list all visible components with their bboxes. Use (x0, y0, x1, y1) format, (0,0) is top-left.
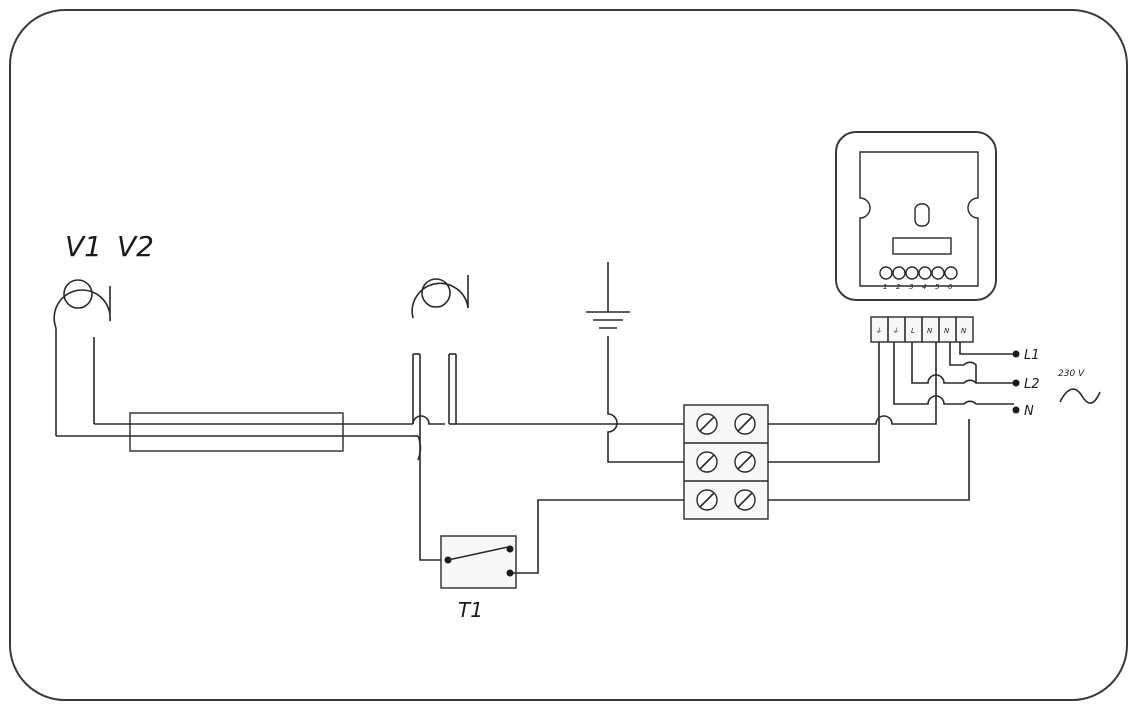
diagram-frame (9, 9, 1128, 701)
terminal-screw (696, 413, 756, 511)
switch-t1-label: T1 (458, 598, 483, 622)
controller-contact-number: 5 (935, 283, 940, 291)
supply-l1-label: L1 (1024, 348, 1040, 363)
supply-terminals (1012, 350, 1020, 414)
controller-contact-number: 2 (896, 283, 901, 291)
terminal-block (683, 404, 769, 520)
fan-v1 (53, 279, 111, 436)
fan-v2-wires (412, 353, 690, 561)
fan-v2-label: V2 (117, 230, 154, 263)
supply-voltage-label: 230 V (1058, 369, 1085, 379)
controller-contact-number: 3 (909, 283, 913, 291)
supply-n-label: N (1024, 404, 1034, 419)
controller-contact-number: 6 (948, 283, 953, 291)
controller-contact-number: 1 (883, 283, 887, 291)
controller-terminal-label: ⏚ (875, 327, 882, 335)
switch-t1 (440, 499, 690, 589)
controller-unit: 1 2 3 4 5 6 (835, 131, 997, 301)
controller-terminal-label: N (944, 327, 950, 335)
block-to-controller-wires (768, 342, 1014, 501)
ground-icon (586, 262, 690, 463)
controller-terminal-label: N (927, 327, 933, 335)
controller-terminal-label: L (911, 327, 915, 335)
fan-v1-label: V1 (65, 230, 102, 263)
controller-terminal-label: ⏚ (892, 327, 899, 335)
ac-sine-icon (1059, 388, 1101, 404)
supply-l2-label: L2 (1024, 377, 1040, 392)
controller-led-row (879, 266, 958, 280)
controller-terminal-strip: ⏚ ⏚ L N N N (870, 316, 974, 343)
fan-v2 (411, 275, 469, 319)
duct (129, 412, 344, 452)
controller-terminal-label: N (961, 327, 967, 335)
controller-contact-number: 4 (922, 283, 926, 291)
